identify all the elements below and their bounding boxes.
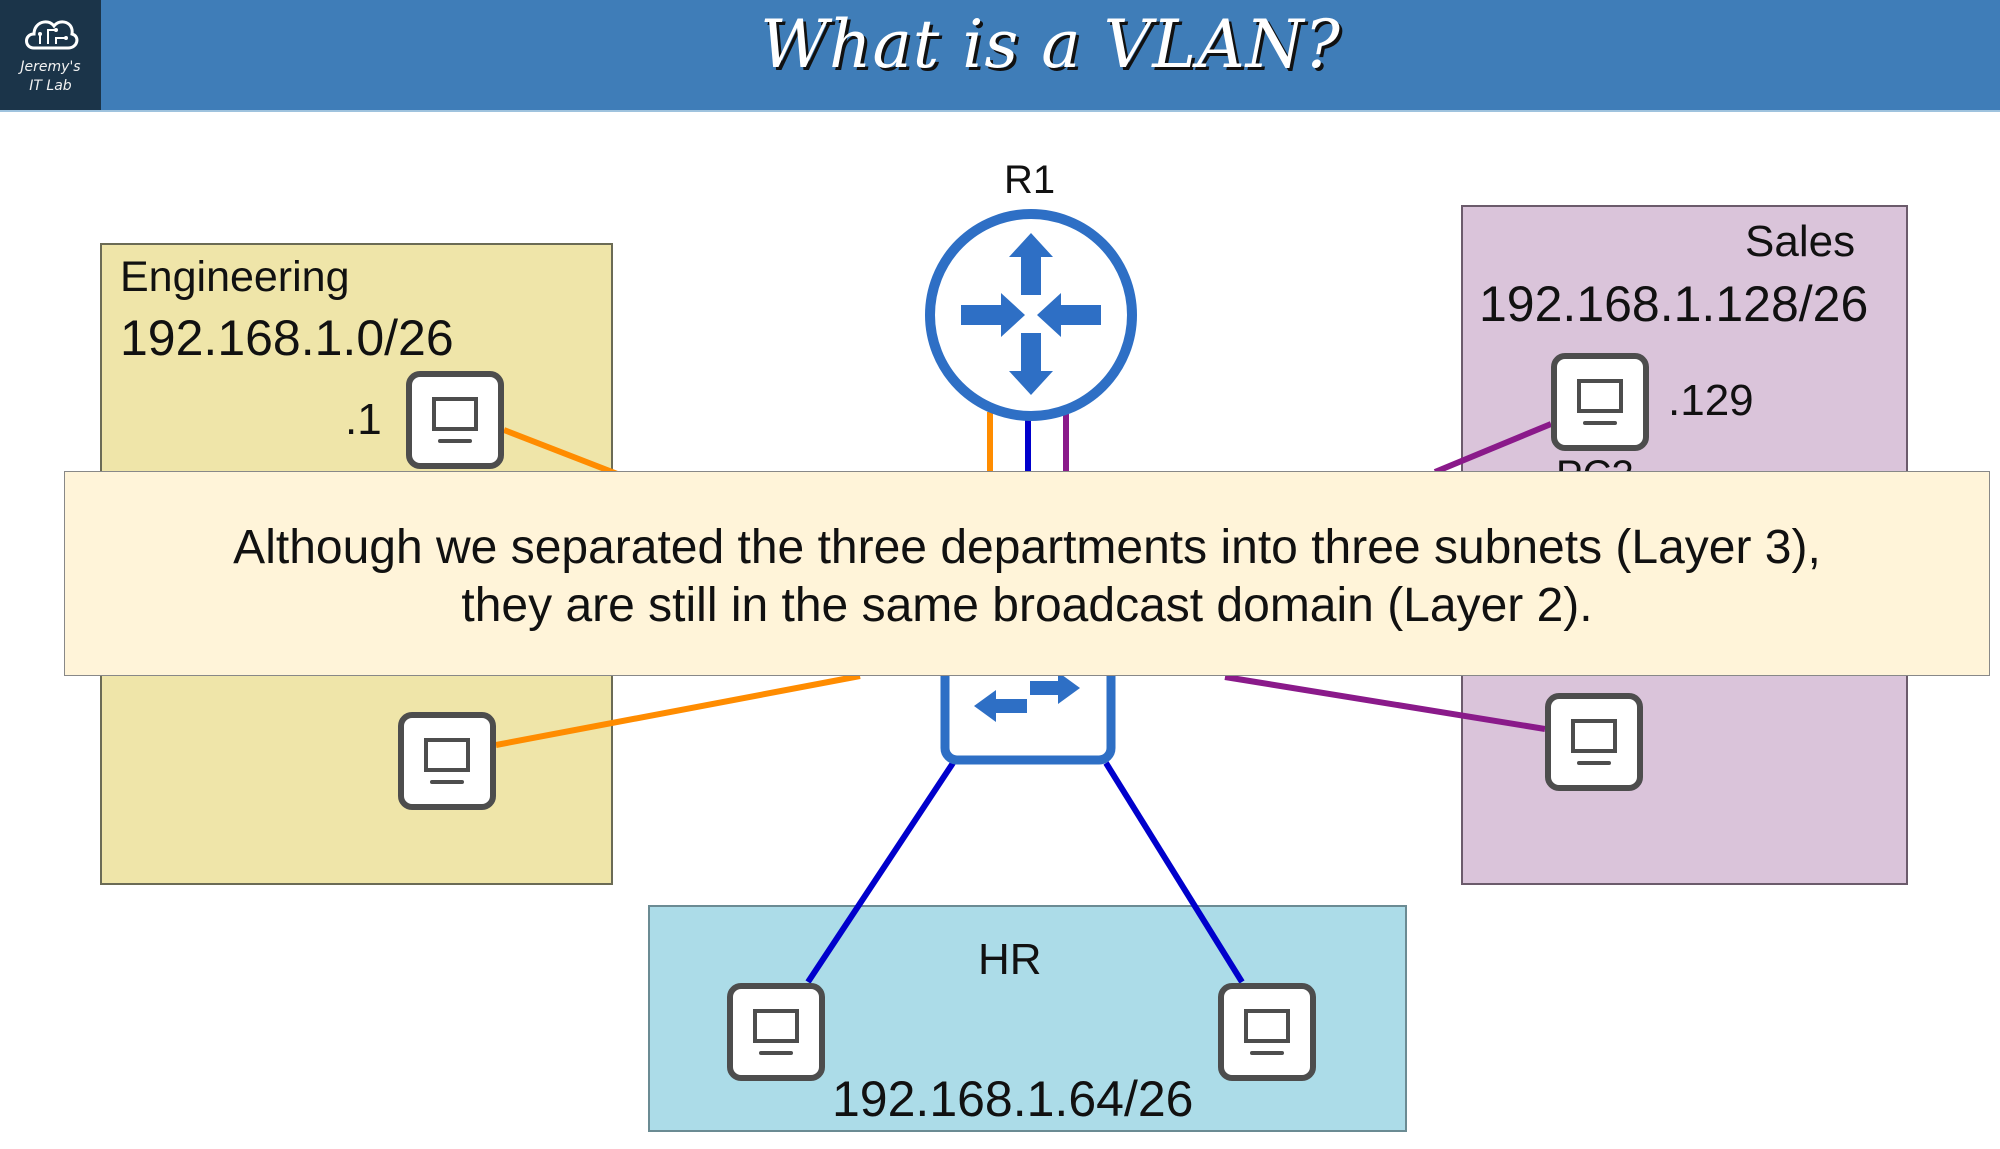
link-pc1 [502,427,622,478]
slide-header: Jeremy's IT Lab What is a VLAN? [0,0,2000,112]
pc1-pc-icon[interactable] [406,371,504,469]
link-pc6 [1103,761,1245,984]
pc3-host-label: .129 [1668,376,1754,425]
cloud-circuit-icon [25,20,79,50]
sales-subnet: 192.168.1.128/26 [1479,276,1869,332]
logo: Jeremy's IT Lab [0,0,101,110]
caption-line2: they are still in the same broadcast dom… [461,579,1593,632]
router-icon[interactable] [925,209,1137,421]
link-pc5 [805,761,956,984]
pc6-pc-icon[interactable] [1218,983,1316,1081]
logo-line2: IT Lab [29,78,72,94]
pc4-pc-icon[interactable] [1545,693,1643,791]
engineering-name: Engineering [120,253,350,301]
hr-subnet: 192.168.1.64/26 [832,1071,1194,1127]
link-pc4 [1224,674,1546,732]
logo-line1: Jeremy's [20,59,81,75]
caption-overlay: Although we separated the three departme… [64,471,1990,676]
pc5-pc-icon[interactable] [727,983,825,1081]
sales-name: Sales [1745,217,1856,266]
pc3-pc-icon[interactable] [1551,353,1649,451]
router-label: R1 [1004,158,1056,202]
hr-name: HR [978,935,1042,984]
slide-title: What is a VLAN? [760,6,1341,83]
pc2-pc-icon[interactable] [398,712,496,810]
engineering-subnet: 192.168.1.0/26 [120,310,454,366]
link-pc2 [495,673,861,748]
caption-line1: Although we separated the three departme… [233,521,1821,574]
pc1-host-label: .1 [345,395,382,444]
link-pc3 [1433,421,1553,475]
